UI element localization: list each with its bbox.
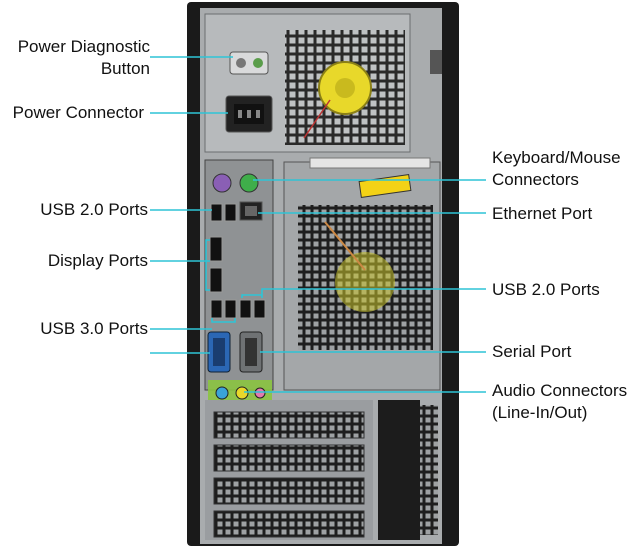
- usb2-port-b: [224, 203, 237, 222]
- usb2-port-a: [210, 203, 223, 222]
- displayport-1: [209, 236, 223, 262]
- ps2-keyboard-port: [239, 173, 259, 193]
- callout-display-bracket: [205, 239, 210, 291]
- expansion-slot-4: [213, 510, 365, 538]
- callout-usb3-bracket: [211, 318, 236, 323]
- expansion-slot-2: [213, 444, 365, 472]
- power-diagnostic-button: [229, 51, 269, 75]
- usb2-port-d: [253, 299, 266, 319]
- label-usb3: USB 3.0 Ports: [40, 319, 148, 338]
- label-keyboard-mouse-line1: Keyboard/Mouse: [492, 148, 621, 167]
- label-usb2-right: USB 2.0 Ports: [492, 280, 600, 299]
- audio-line-in: [215, 386, 229, 400]
- label-audio-line2: (Line-In/Out): [492, 403, 588, 422]
- label-serial: Serial Port: [492, 342, 572, 361]
- label-audio: Audio Connectors (Line-In/Out): [492, 380, 627, 424]
- callout-lines: [150, 56, 486, 393]
- label-power-diagnostic: Power Diagnostic Button: [18, 36, 150, 80]
- label-keyboard-mouse: Keyboard/Mouse Connectors: [492, 147, 621, 191]
- expansion-slot-1: [213, 411, 365, 439]
- label-display-ports: Display Ports: [47, 251, 148, 270]
- ps2-mouse-port: [212, 173, 232, 193]
- slot-latch: [378, 400, 420, 540]
- case-fan: [335, 252, 395, 312]
- usb2-port-c: [239, 299, 252, 319]
- usb3-port-b: [224, 299, 237, 319]
- label-power-diagnostic-line2: Button: [100, 59, 150, 78]
- label-usb2-left: USB 2.0 Ports: [40, 200, 148, 219]
- label-power-diagnostic-line1: Power Diagnostic: [17, 37, 150, 56]
- expansion-slot-3: [213, 477, 365, 505]
- usb3-port-a: [210, 299, 223, 319]
- audio-line-out: [235, 386, 249, 400]
- label-audio-line1: Audio Connectors: [492, 381, 628, 400]
- label-keyboard-mouse-line2: Connectors: [492, 170, 579, 189]
- label-power-connector: Power Connector: [12, 103, 144, 122]
- displayport-2: [209, 267, 223, 293]
- label-ethernet: Ethernet Port: [492, 204, 593, 223]
